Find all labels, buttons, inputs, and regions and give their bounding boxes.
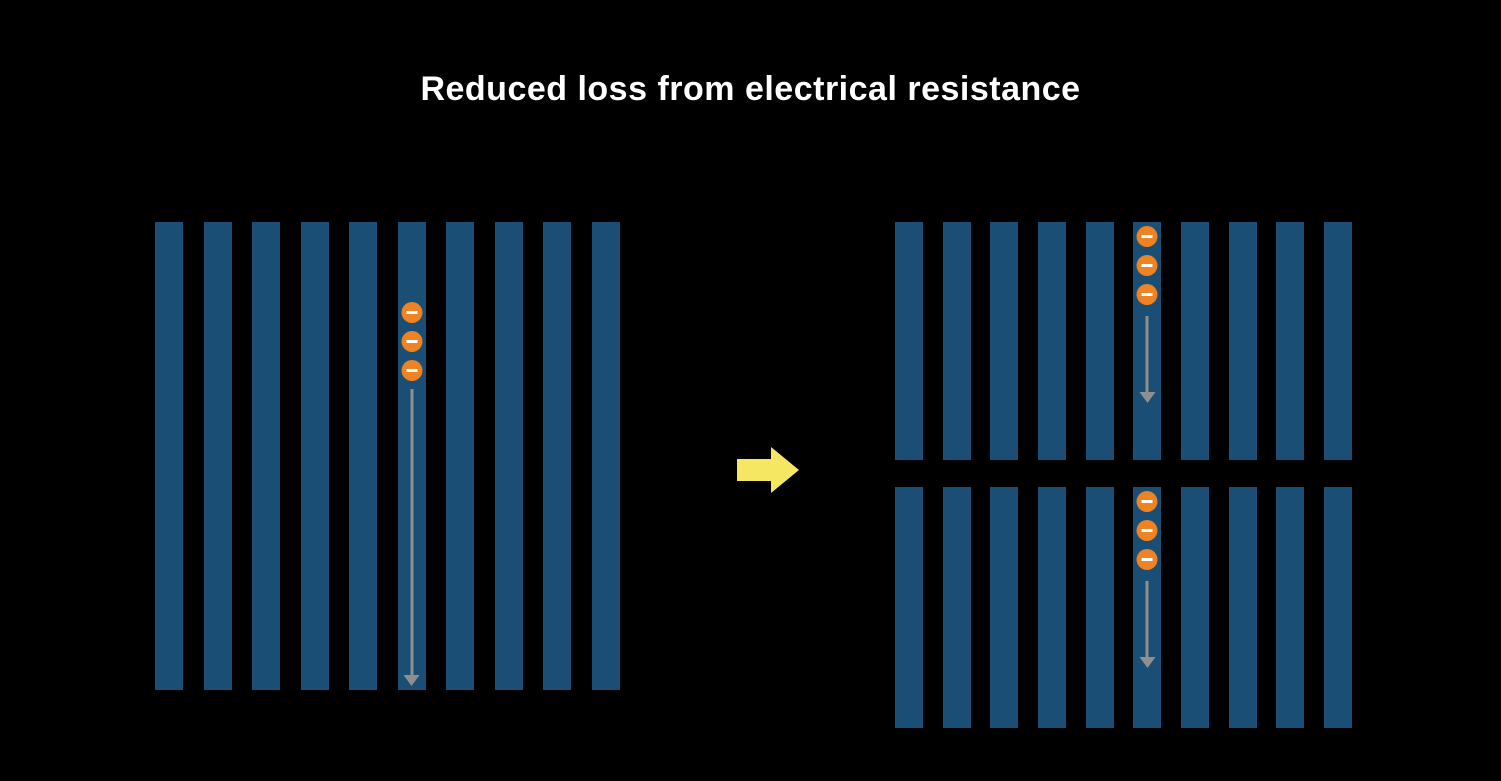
busbar [1276, 222, 1305, 460]
busbar [1228, 222, 1257, 460]
busbar [1085, 487, 1114, 728]
electron-icon [401, 331, 423, 352]
electron-icon [1136, 226, 1158, 247]
diagram-title: Reduced loss from electrical resistance [420, 70, 1081, 108]
busbar [446, 222, 475, 690]
busbar [990, 222, 1019, 460]
electron-icon [401, 360, 423, 381]
busbar [1180, 487, 1209, 728]
electron-icon [1136, 491, 1158, 512]
busbar [349, 222, 378, 690]
busbar [494, 222, 523, 690]
busbar [203, 222, 232, 690]
busbar [1133, 487, 1162, 728]
half-cell-bottom-panel [895, 487, 1352, 728]
electron-column [1136, 491, 1158, 578]
electron-icon [1136, 255, 1158, 276]
busbar [252, 222, 281, 690]
electron-icon [401, 302, 423, 323]
busbar [895, 487, 923, 728]
busbar [942, 487, 971, 728]
busbar [1276, 487, 1305, 728]
electron-column [401, 302, 423, 389]
half-cell-top-panel [895, 222, 1352, 460]
busbar [397, 222, 426, 690]
busbar [895, 222, 923, 460]
busbar [942, 222, 971, 460]
busbar [1323, 487, 1352, 728]
current-flow-arrow-icon [1145, 316, 1149, 392]
current-flow-arrow-icon [410, 389, 414, 675]
current-flow-arrow-icon [1145, 581, 1149, 657]
busbar [1037, 487, 1066, 728]
busbar [990, 487, 1019, 728]
busbar [1180, 222, 1209, 460]
transition-arrow-icon [737, 447, 800, 493]
busbar [1323, 222, 1352, 460]
busbar [155, 222, 183, 690]
electron-icon [1136, 520, 1158, 541]
electron-column [1136, 226, 1158, 313]
busbar [1085, 222, 1114, 460]
busbar [1133, 222, 1162, 460]
full-cell-panel [155, 222, 620, 690]
electron-icon [1136, 284, 1158, 305]
busbar [543, 222, 572, 690]
busbar [1037, 222, 1066, 460]
busbar [591, 222, 620, 690]
busbar [300, 222, 329, 690]
electron-icon [1136, 549, 1158, 570]
busbar [1228, 487, 1257, 728]
